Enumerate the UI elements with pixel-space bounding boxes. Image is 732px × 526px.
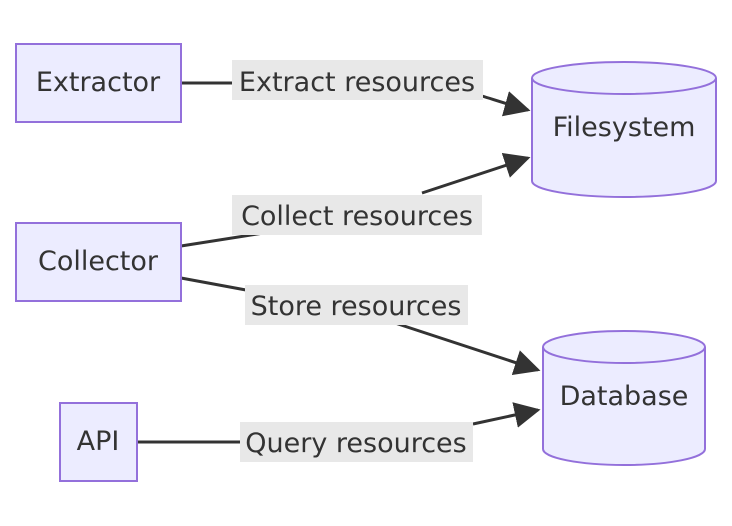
edge-extract (181, 81, 528, 110)
edge-query (137, 410, 538, 444)
node-api-label: API (77, 426, 120, 457)
edge-label-store-text: Store resources (251, 291, 462, 322)
node-filesystem: Filesystem (531, 61, 717, 198)
edge-label-collect: Collect resources (232, 195, 482, 235)
node-extractor: Extractor (15, 43, 182, 123)
edge-label-extract: Extract resources (232, 60, 483, 100)
edge-label-extract-text: Extract resources (239, 67, 475, 98)
edge-store (180, 276, 538, 370)
node-collector: Collector (15, 222, 182, 302)
node-database-label: Database (560, 381, 689, 412)
node-collector-label: Collector (38, 246, 159, 277)
edge-label-query-text: Query resources (245, 428, 466, 459)
edge-label-store: Store resources (245, 285, 468, 325)
node-api: API (59, 402, 138, 482)
edge-label-collect-text: Collect resources (241, 201, 473, 232)
node-database: Database (542, 330, 706, 466)
edge-label-query: Query resources (240, 422, 473, 462)
node-extractor-label: Extractor (36, 67, 161, 98)
node-filesystem-label: Filesystem (553, 112, 696, 143)
